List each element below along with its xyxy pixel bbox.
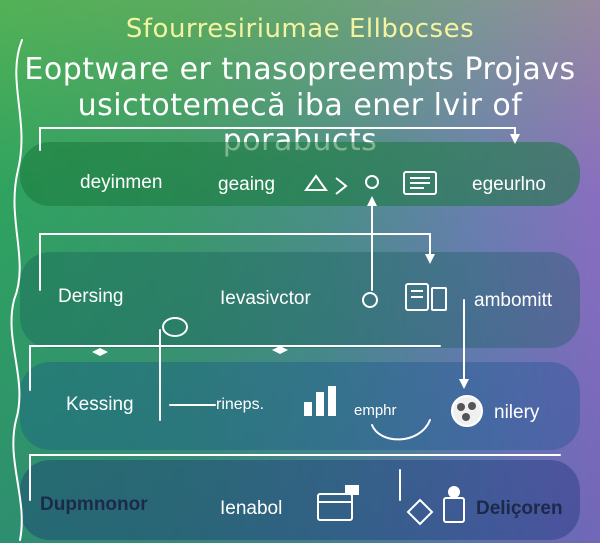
document-icon <box>403 171 437 195</box>
chevron-icon <box>335 177 348 195</box>
window-icon <box>317 493 353 521</box>
row3-right-label: nilery <box>494 402 540 423</box>
row2-middle-label: Ievasivctor <box>220 288 311 309</box>
row1-icons <box>304 171 437 195</box>
left-swirl-line <box>10 39 23 541</box>
row3-middle-label-2: emphr <box>354 402 397 419</box>
arrow-head-up <box>367 196 377 206</box>
file-icon <box>431 287 447 311</box>
row1-right-label: egeurlno <box>472 174 546 195</box>
clipboard-icon <box>405 283 429 311</box>
top-connector-line <box>39 127 516 151</box>
film-reel-icon <box>451 395 483 427</box>
leaf-icon <box>162 317 188 337</box>
row4-icons <box>317 485 465 526</box>
row-band-3 <box>20 362 580 450</box>
row-band-4 <box>20 460 580 540</box>
arrow-head-down <box>459 379 469 389</box>
row1-left-label: deyinmen <box>80 172 163 193</box>
target-icon <box>362 292 378 308</box>
house-icon <box>304 174 328 191</box>
row4-connector-line <box>29 454 561 501</box>
diamond-icon <box>406 498 434 526</box>
row2-icons <box>362 283 447 311</box>
row3-left-label: Kessing <box>66 394 134 415</box>
row1-middle-label: geaing <box>218 174 276 195</box>
row-band-1 <box>20 142 580 206</box>
pin-document-icon <box>443 497 465 523</box>
row2-connector-line <box>39 233 431 291</box>
row2-right-label: ambomitt <box>474 290 553 311</box>
row3-middle-label: rineps. <box>216 396 265 413</box>
row-band-2 <box>20 252 580 348</box>
chart-icon <box>304 386 336 416</box>
title-line-2: Eoptware er tnasopreempts Projavs <box>24 52 576 87</box>
title-line-3: usictotemecă iba ener lvir of porabucts <box>77 88 523 158</box>
gear-icon <box>365 175 379 189</box>
row4-left-label: Dupmnonor <box>40 494 148 515</box>
row4-right-label: Deliçoren <box>476 498 563 519</box>
row2-left-label: Dersing <box>58 286 124 307</box>
title-line-1: Sfourresiriumae Ellbocses <box>125 14 475 44</box>
row3-connector-line <box>29 345 441 391</box>
row4-middle-label: Ienabol <box>220 498 283 519</box>
